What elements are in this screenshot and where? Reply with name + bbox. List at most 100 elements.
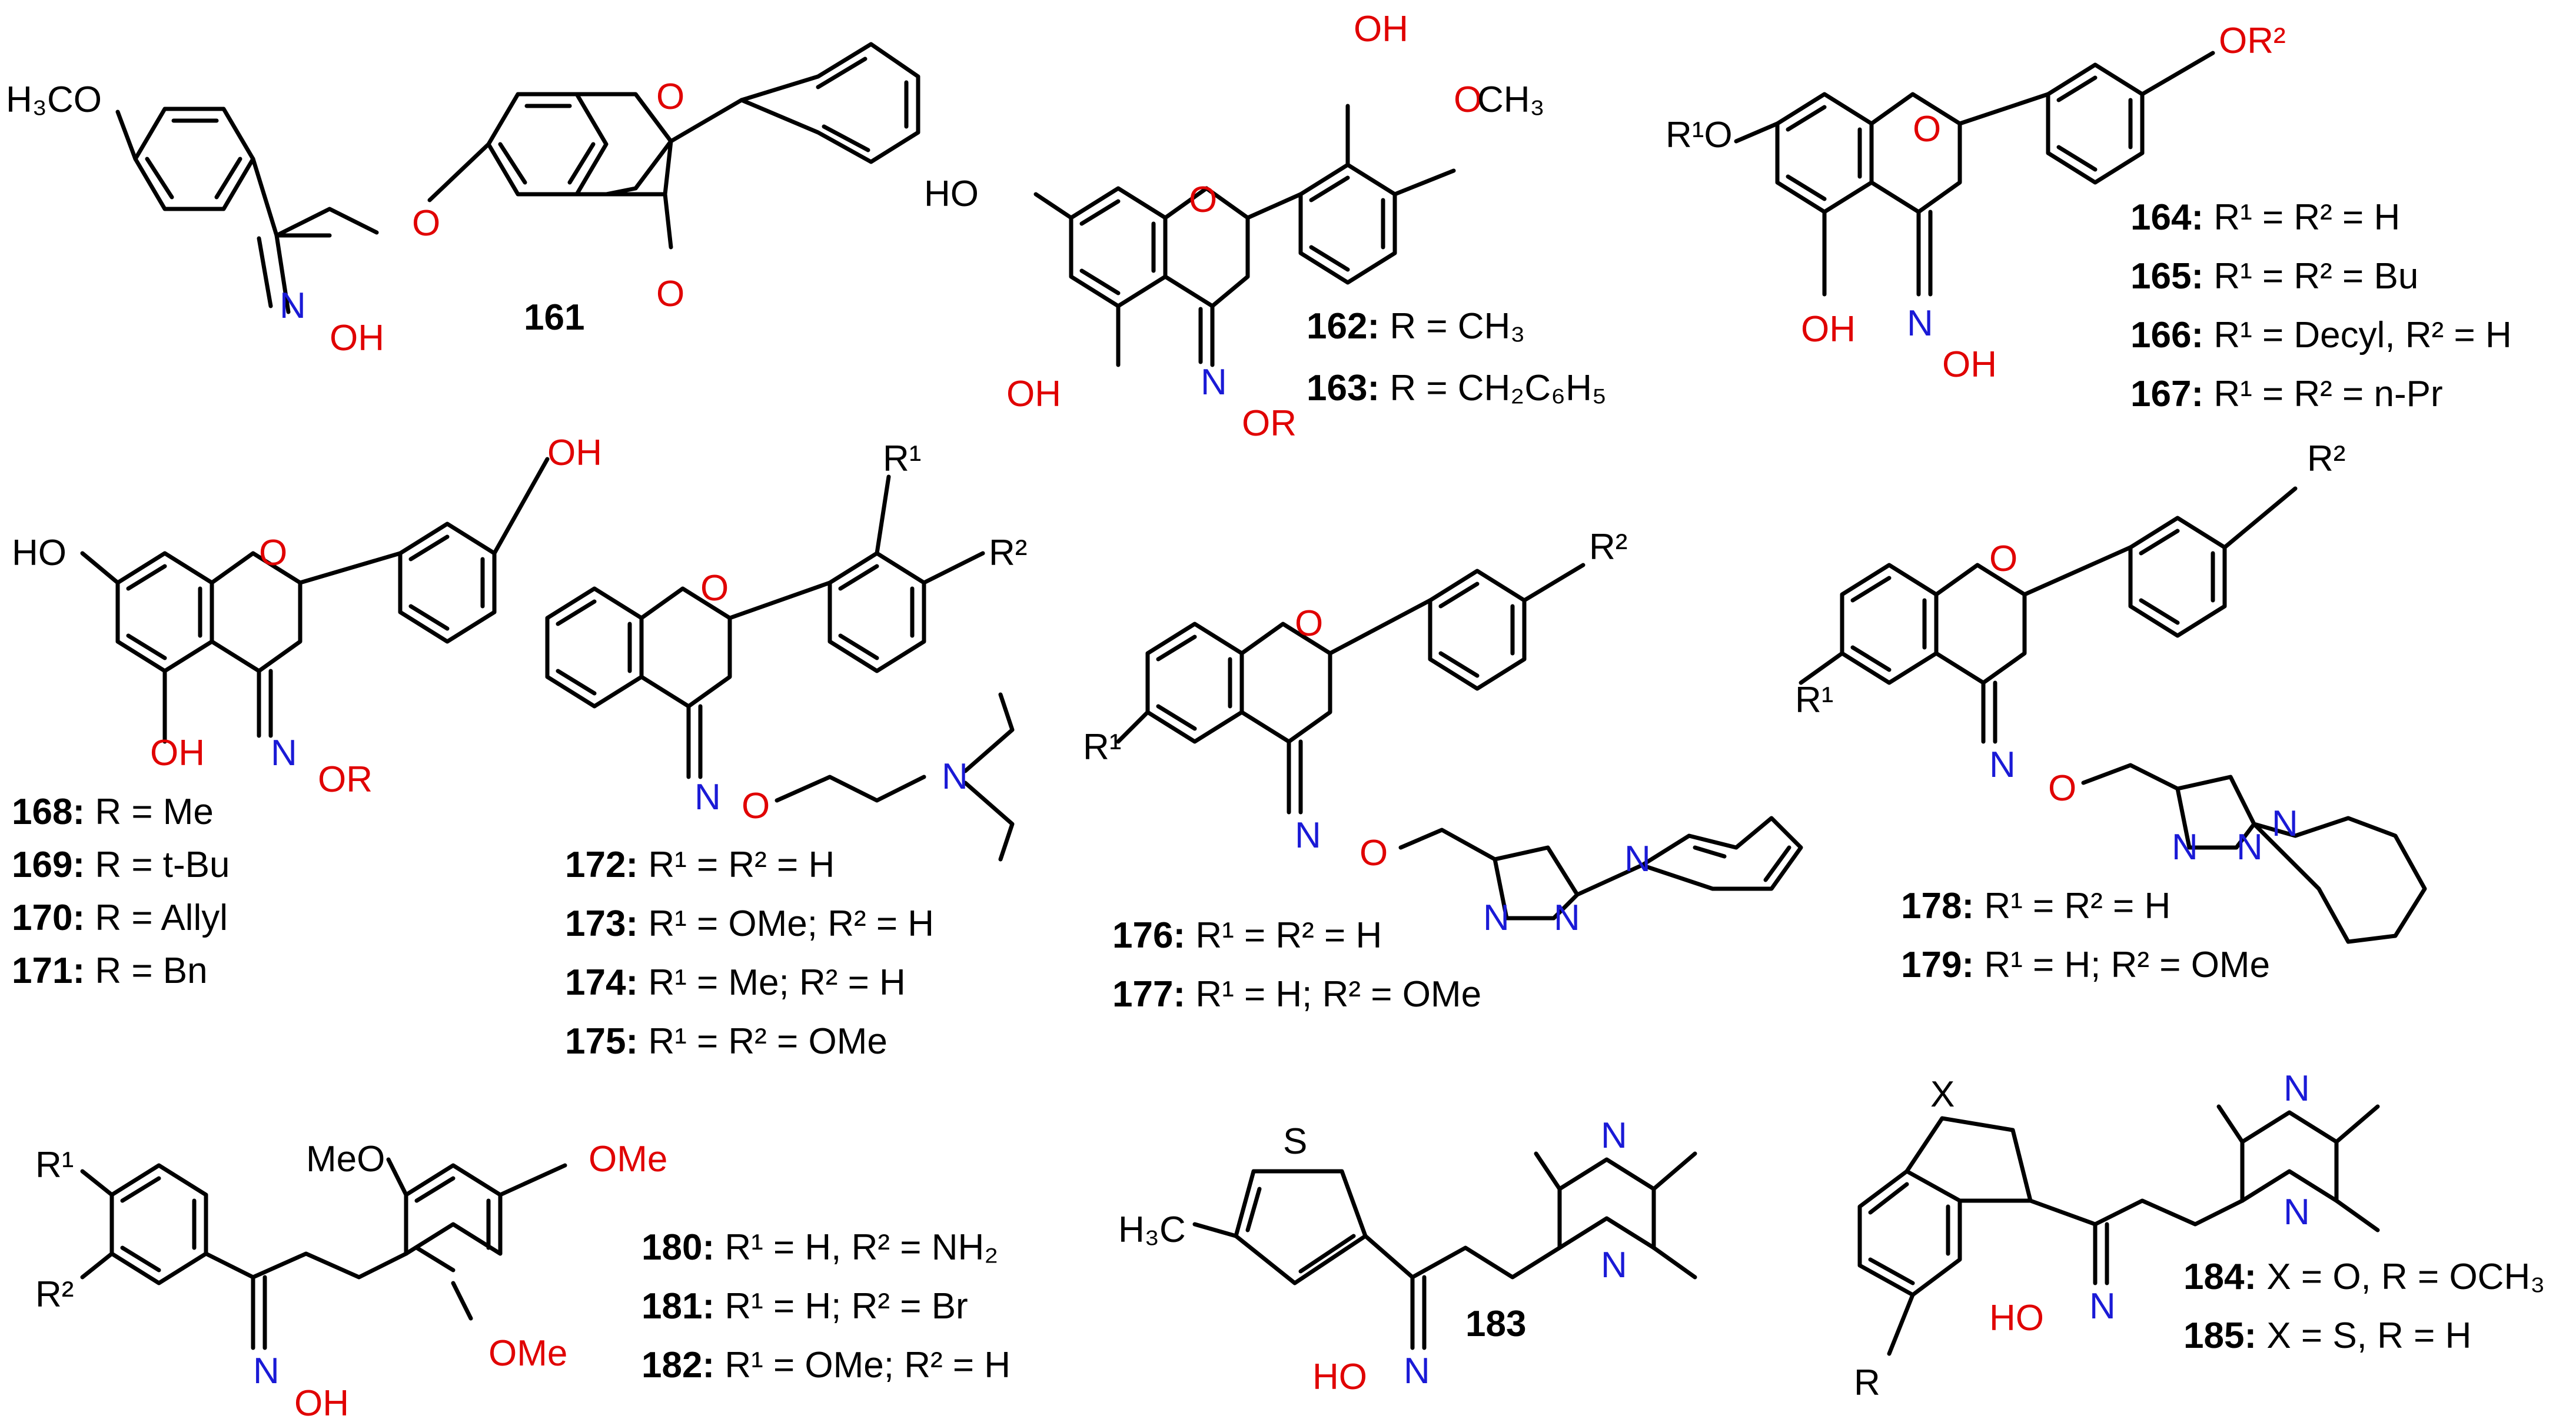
ring-o-label: O — [259, 533, 287, 573]
methyl-label: H₃C — [1118, 1210, 1186, 1250]
methoxy-ch3-label: CH₃ — [1477, 79, 1545, 120]
ether-o-label: O — [412, 203, 440, 244]
triazole-n2-label: N — [1554, 898, 1580, 938]
caption-171: 171: R = Bn — [12, 951, 208, 991]
r1-label: R¹ — [883, 438, 921, 479]
compound-184-185: X R N N N HO 184: X = O, R = OCH₃ 185: X… — [1854, 1068, 2545, 1403]
triazole-n2-label: N — [2236, 827, 2263, 868]
ho-label: HO — [924, 174, 979, 214]
caption-172: 172: R¹ = R² = H — [565, 845, 835, 885]
or2-label: OR² — [2219, 21, 2286, 61]
compound-164-167: OR² R¹O O OH N OH 164: R¹ = R² = H 165: … — [1666, 21, 2512, 414]
r2-label: R² — [2307, 438, 2345, 479]
amine-n-label: N — [942, 756, 968, 797]
ring-o-label: O — [700, 568, 729, 609]
oxime-n-label: N — [1404, 1351, 1430, 1391]
x-label: X — [1930, 1074, 1955, 1115]
caption-168: 168: R = Me — [12, 792, 214, 832]
oxime-o-label: O — [742, 786, 770, 826]
compound-161: H₃CO O O O N OH 161 — [6, 42, 920, 358]
compound-172-175: R¹ R² O N O N 172: R¹ = R² = H 173: R¹ =… — [545, 438, 1027, 1062]
caption-175: 175: R¹ = R² = OMe — [565, 1021, 888, 1062]
compound-178-179: R² R¹ O N O N N N 178: R¹ = R² = H 179: … — [1795, 438, 2427, 985]
thiophene-s-label: S — [1283, 1121, 1307, 1162]
pyrazine-n2-label: N — [2284, 1192, 2310, 1232]
carbonyl-o-label: O — [656, 274, 684, 314]
r-label: R — [1854, 1363, 1880, 1403]
caption-170: 170: R = Allyl — [12, 898, 228, 938]
triazole-n3-label: N — [2172, 827, 2198, 868]
oh-label: OH — [1801, 309, 1856, 350]
ring-o-label: O — [1989, 539, 2017, 579]
oxime-ho-label: HO — [1312, 1357, 1367, 1397]
pyrazine-n2-label: N — [1601, 1245, 1627, 1285]
triazole-n1-label: N — [1624, 839, 1651, 879]
caption-176: 176: R¹ = R² = H — [1112, 915, 1382, 956]
r2-label: R² — [989, 533, 1027, 573]
oh-label: OH — [547, 433, 602, 473]
oh-lower-label: OH — [1006, 374, 1061, 414]
caption-180: 180: R¹ = H, R² = NH₂ — [641, 1227, 998, 1268]
r1-label: R¹ — [1795, 680, 1833, 720]
oxime-n-label: N — [694, 777, 721, 818]
triazole-n3-label: N — [1483, 898, 1510, 938]
oxime-n-label: N — [253, 1351, 280, 1391]
r1-label: R¹ — [1083, 727, 1121, 768]
ring-o-label: O — [1189, 180, 1217, 220]
compound-176-177: R¹ R² O N O N N N 176: R¹ = R² = H 177: … — [1083, 527, 1803, 1015]
oxime-oh-label: OH — [330, 318, 384, 358]
oxime-n-label: N — [1989, 745, 2016, 785]
oxime-oh-label: OH — [1942, 344, 1997, 385]
oxime-o-label: O — [2048, 768, 2076, 809]
meo-label: MeO — [306, 1139, 385, 1180]
caption-182: 182: R¹ = OMe; R² = H — [641, 1345, 1011, 1386]
oxime-or-label: OR — [318, 759, 373, 800]
r1-label: R¹ — [35, 1145, 74, 1185]
r2-label: R² — [35, 1274, 74, 1315]
compound-168-171: OH HO O OH N OR 168: R = Me 169: R = t-B… — [12, 433, 602, 991]
oxime-oh-label: OH — [294, 1383, 349, 1422]
oxime-or-label: OR — [1242, 403, 1297, 444]
caption-174: 174: R¹ = Me; R² = H — [565, 962, 906, 1003]
ring-o-label: O — [1913, 109, 1941, 149]
caption-184: 184: X = O, R = OCH₃ — [2183, 1257, 2545, 1297]
ring-o-label: O — [1295, 603, 1323, 644]
oxime-n-label: N — [280, 285, 306, 326]
oxime-n-label: N — [1907, 303, 1933, 344]
oxime-n-label: N — [1295, 815, 1321, 856]
caption-169: 169: R = t-Bu — [12, 845, 230, 885]
ome-top-label: OMe — [589, 1139, 667, 1180]
caption-167: 167: R¹ = R² = n-Pr — [2130, 374, 2443, 414]
caption-178: 178: R¹ = R² = H — [1901, 886, 2171, 926]
methoxy-label: H₃CO — [6, 79, 102, 120]
compound-number-161: 161 — [524, 297, 584, 338]
caption-165: 165: R¹ = R² = Bu — [2130, 256, 2418, 297]
caption-162: 162: R = CH₃ — [1307, 306, 1525, 347]
oxime-o-label: O — [1360, 833, 1388, 873]
methoxy-o-label: O — [1454, 79, 1482, 120]
ome-bottom-label: OMe — [488, 1333, 567, 1374]
compound-180-182: R¹ R² MeO OMe OMe N OH 180: R¹ = H, R² =… — [35, 1139, 1011, 1422]
r2-label: R² — [1589, 527, 1627, 567]
caption-179: 179: R¹ = H; R² = OMe — [1901, 945, 2270, 985]
caption-166: 166: R¹ = Decyl, R² = H — [2130, 315, 2512, 356]
ho-label: HO — [12, 533, 67, 573]
caption-181: 181: R¹ = H; R² = Br — [641, 1286, 968, 1327]
caption-185: 185: X = S, R = H — [2183, 1315, 2471, 1356]
caption-163: 163: R = CH₂C₆H₅ — [1307, 368, 1607, 408]
triazole-n1-label: N — [2272, 803, 2298, 844]
caption-164: 164: R¹ = R² = H — [2130, 197, 2400, 238]
pyrazine-n1-label: N — [2284, 1068, 2310, 1109]
caption-177: 177: R¹ = H; R² = OMe — [1112, 974, 1481, 1015]
compound-183: S H₃C N N N HO 183 — [1118, 1115, 1697, 1397]
ring-o-label: O — [656, 77, 684, 117]
compound-number-183: 183 — [1465, 1304, 1526, 1344]
r1o-label: R¹O — [1666, 115, 1733, 155]
compound-162-163: OH O CH₃ O HO OH N OR 162: R = CH₃ 163: … — [924, 9, 1607, 444]
pyrazine-n1-label: N — [1601, 1115, 1627, 1156]
oxime-ho-label: HO — [1989, 1298, 2044, 1338]
oh-lower-label: OH — [150, 733, 205, 773]
oxime-n-label: N — [2089, 1286, 2116, 1327]
oxime-n-label: N — [1201, 362, 1227, 403]
